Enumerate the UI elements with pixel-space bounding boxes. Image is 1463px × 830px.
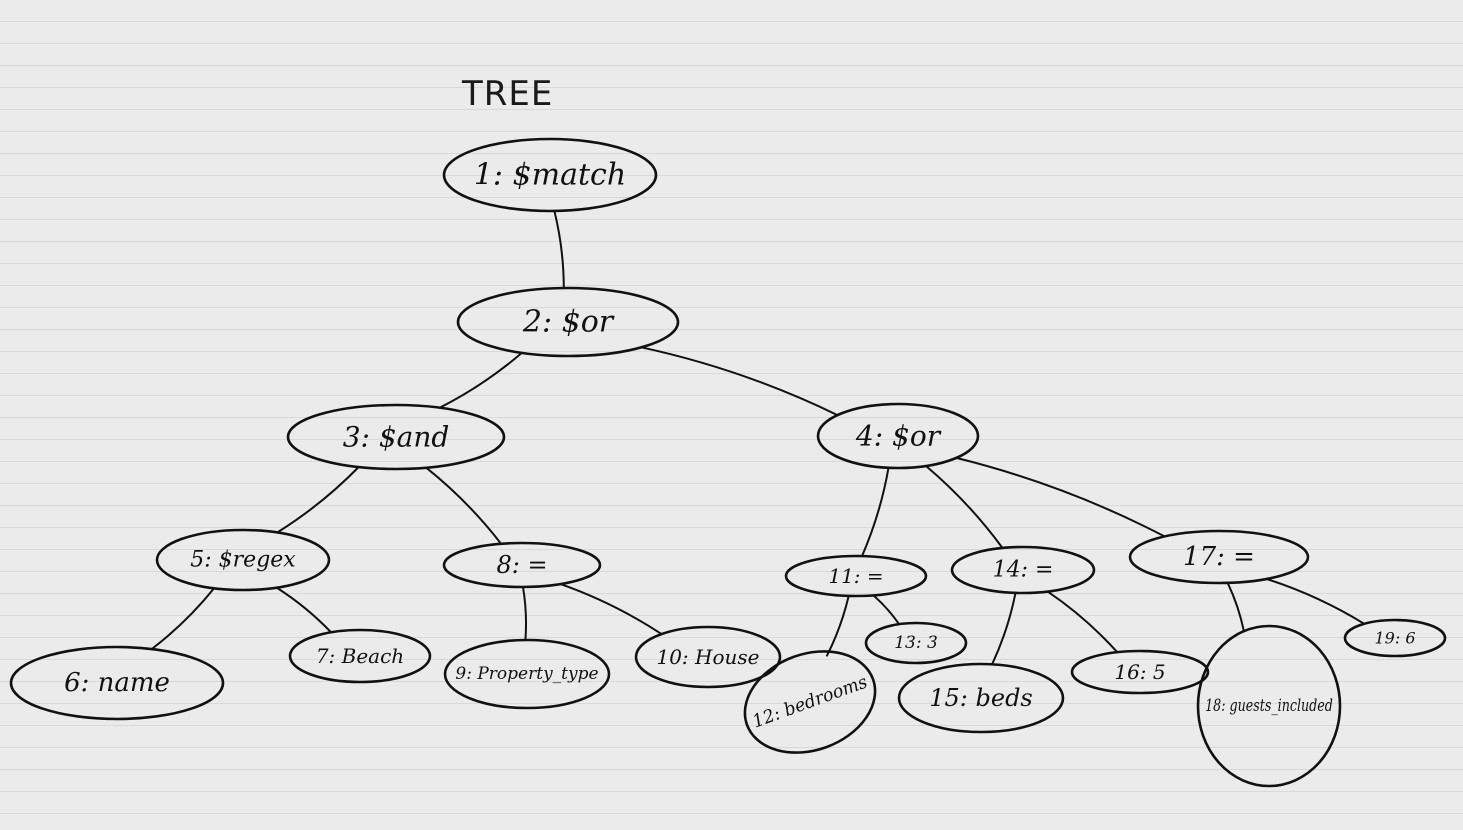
node-7-ellipse [288,628,432,684]
edge-17-19 [1265,578,1366,625]
node-2-ellipse [456,286,680,358]
node-17-label: 17: = [1183,542,1255,572]
edge-2-4 [640,346,839,417]
nodes-layer: 1: $match 2: $or 3: $and 4: $or 5: $regex 6: … [9,137,1447,788]
edge-2-3 [438,351,523,409]
tree-node-10: 10: House [634,625,782,689]
node-6-label: 6: name [64,668,170,698]
tree-node-11: 11: = [784,554,928,598]
edge-8-9 [522,586,527,641]
node-6-ellipse [9,645,225,721]
edge-8-10 [559,583,663,636]
node-9-ellipse [443,638,611,710]
node-15-label: 15: beds [929,684,1033,712]
tree-node-13: 13: 3 [864,621,968,665]
node-5-label: 5: $regex [190,548,296,573]
node-17-ellipse [1128,529,1310,585]
node-15-ellipse [897,662,1065,734]
tree-node-2: 2: $or [456,286,680,358]
node-19-label: 19: 6 [1374,629,1415,648]
edge-14-16 [1046,590,1119,654]
tree-node-6: 6: name [9,645,225,721]
node-18-ellipse [1196,624,1342,788]
node-10-label: 10: House [656,645,759,669]
tree-node-17: 17: = [1128,529,1310,585]
tree-node-15: 15: beds [897,662,1065,734]
node-5-ellipse [155,528,331,592]
tree-node-1: 1: $match [442,137,658,213]
node-11-ellipse [784,554,928,598]
node-9-label: 9: Property_type [455,664,598,684]
diagram-title: TREE [461,74,553,114]
node-16-label: 16: 5 [1114,660,1165,684]
tree-node-7: 7: Beach [288,628,432,684]
node-1-label: 1: $match [474,158,626,193]
edge-3-8 [425,466,503,545]
node-10-ellipse [634,625,782,689]
node-7-label: 7: Beach [316,644,404,668]
node-8-ellipse [442,541,602,589]
tree-node-3: 3: $and [286,403,506,471]
node-13-ellipse [864,621,968,665]
edge-1-2 [553,210,565,289]
edge-5-7 [275,586,333,634]
node-2-label: 2: $or [522,305,615,340]
edge-11-13 [872,594,901,626]
node-3-ellipse [286,403,506,471]
node-11-label: 11: = [828,564,883,588]
node-14-label: 14: = [993,558,1054,583]
node-8-label: 8: = [496,551,547,579]
edge-11-12 [826,594,850,657]
node-4-label: 4: $or [855,420,942,453]
edge-4-11 [861,466,890,558]
tree-node-16: 16: 5 [1070,649,1210,695]
edge-14-15 [991,591,1017,666]
tree-node-19: 19: 6 [1343,618,1447,658]
tree-node-8: 8: = [442,541,602,589]
tree-node-14: 14: = [950,545,1096,595]
node-12-label: 12: bedrooms [750,672,871,733]
tree-node-5: 5: $regex [155,528,331,592]
edges-layer [150,210,1366,666]
node-1-ellipse [442,137,658,213]
tree-node-9: 9: Property_type [443,638,611,710]
tree-node-4: 4: $or [816,402,980,470]
edge-4-17 [955,456,1166,538]
edge-3-5 [276,466,360,534]
node-3-label: 3: $and [343,421,450,454]
node-16-ellipse [1070,649,1210,695]
edge-4-14 [925,465,1004,549]
node-18-label: 18: guests_included [1205,696,1333,716]
node-4-ellipse [816,402,980,470]
edge-5-6 [150,587,216,650]
node-12-ellipse [743,650,877,754]
node-19-ellipse [1343,618,1447,658]
node-14-ellipse [950,545,1096,595]
edge-17-18 [1226,581,1245,633]
node-13-label: 13: 3 [894,633,938,653]
tree-node-18: 18: guests_included [1196,624,1342,788]
